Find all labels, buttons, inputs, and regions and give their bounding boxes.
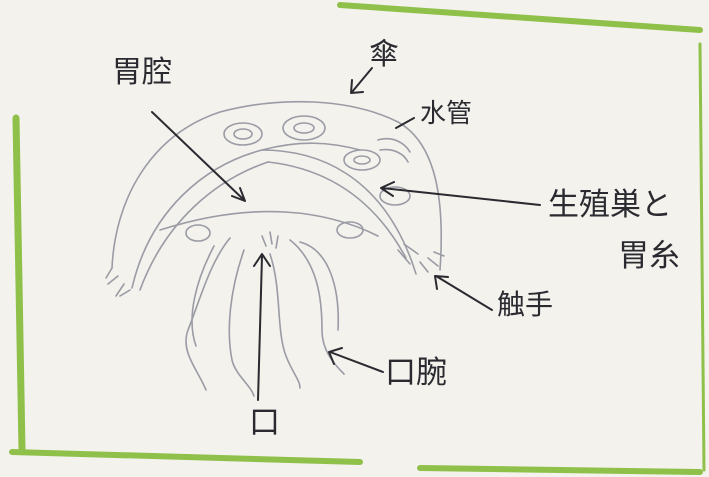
arrow-oral-arm	[328, 347, 384, 373]
label-gonad-line1: 生殖巣と	[548, 187, 672, 223]
tentacles-sketch	[105, 243, 445, 297]
umbrella-outline	[111, 100, 443, 271]
arrow-stomach-cavity	[151, 111, 246, 202]
label-umbrella: 傘	[369, 37, 399, 72]
label-mouth: 口	[249, 405, 280, 441]
subumbrella-line	[159, 210, 379, 237]
label-stomach-cavity: 胃腔	[112, 55, 172, 90]
arrow-mouth	[253, 253, 271, 401]
label-tentacles: 触手	[497, 288, 554, 321]
umbrella-inner-right-2	[267, 161, 407, 259]
gonads	[185, 115, 411, 242]
arrows	[151, 67, 541, 401]
umbrella-inner-left	[131, 142, 361, 289]
umbrella-inner-right	[261, 149, 413, 263]
frame-bottom	[9, 449, 703, 475]
label-oral-arm: 口腕	[385, 355, 447, 391]
frame	[9, 2, 706, 475]
frame-right	[698, 42, 706, 472]
label-gonad-line2: 胃糸	[618, 238, 680, 274]
oral-arms	[185, 231, 345, 397]
frame-top	[337, 2, 703, 33]
jellyfish-sketch	[105, 100, 445, 397]
frame-left	[12, 114, 26, 454]
arrow-tentacles	[434, 275, 493, 311]
arrow-water-canal	[395, 117, 415, 129]
arrow-gonad	[380, 181, 541, 206]
arrow-umbrella	[350, 67, 373, 94]
label-water-canal: 水管	[420, 99, 473, 129]
umbrella-inner-left-2	[139, 161, 269, 291]
